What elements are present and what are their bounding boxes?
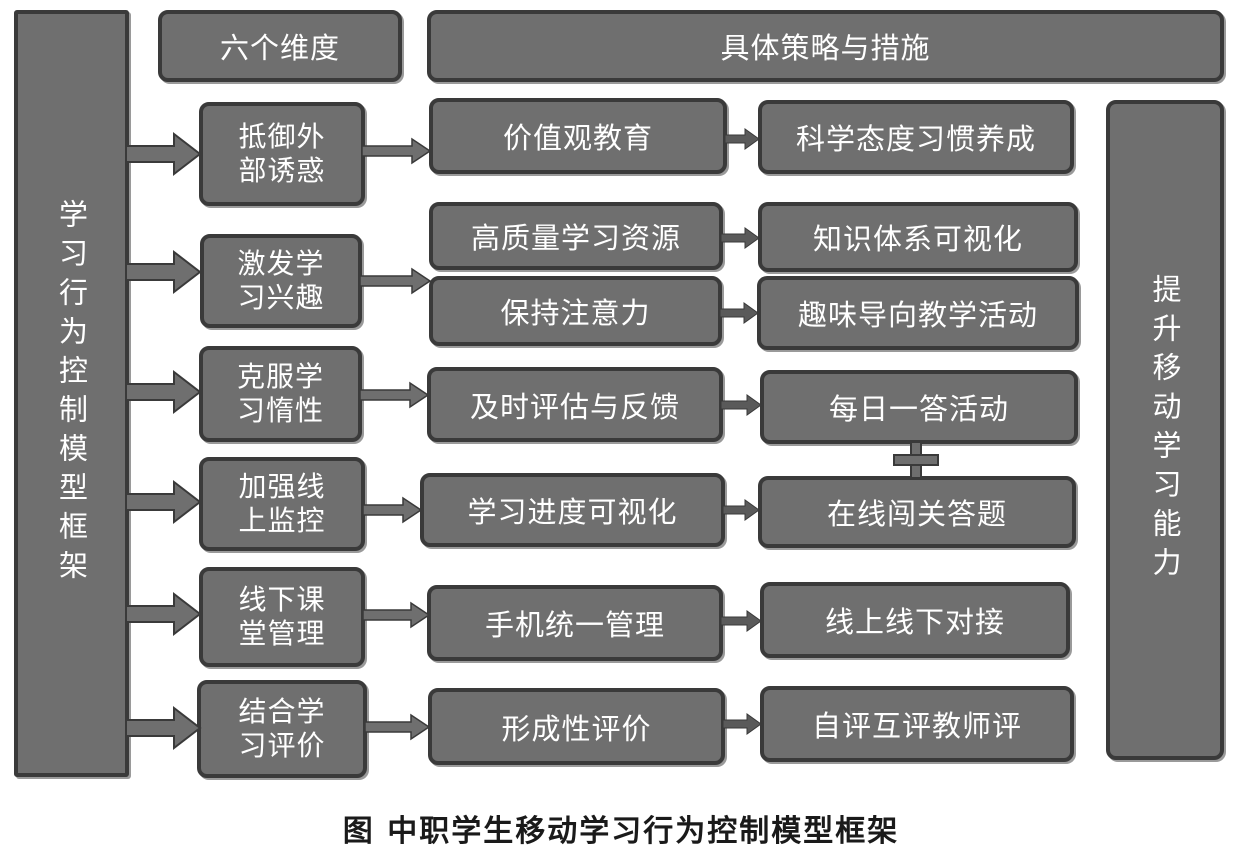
goal-box: 提升移动学习能力 (1106, 100, 1224, 760)
dimensions-header-label: 六个维度 (219, 31, 340, 65)
strategy-box: 及时评估与反馈 (427, 367, 723, 442)
arrow-right-icon (125, 131, 202, 177)
arrow-right-icon (720, 394, 762, 416)
arrow-right-icon (125, 591, 202, 637)
measure-label: 科学态度习惯养成 (795, 122, 1036, 156)
dimension-box: 激发学习兴趣 (200, 234, 362, 328)
arrow-right-icon (364, 713, 431, 741)
plus-connector (893, 441, 939, 479)
dimension-label: 线下课堂管理 (238, 583, 326, 650)
measure-box: 自评互评教师评 (760, 686, 1074, 762)
strategy-label: 手机统一管理 (484, 608, 665, 642)
arrow-right-icon (359, 267, 432, 295)
strategy-label: 保持注意力 (500, 296, 651, 330)
strategy-box: 形成性评价 (428, 688, 725, 765)
dimension-box: 线下课堂管理 (199, 567, 365, 667)
dimensions-header: 六个维度 (158, 10, 402, 82)
measure-label: 每日一答活动 (828, 392, 1009, 426)
strategies-header: 具体策略与措施 (427, 10, 1224, 82)
measure-label: 知识体系可视化 (812, 222, 1023, 256)
arrow-right-icon (362, 601, 431, 629)
strategy-label: 价值观教育 (502, 121, 653, 155)
arrow-right-icon (722, 499, 760, 521)
measure-box: 线上线下对接 (760, 582, 1070, 658)
framework-label: 学习行为控制模型框架 (54, 198, 89, 589)
arrow-right-icon (361, 137, 432, 165)
dimension-box: 结合学习评价 (197, 680, 367, 778)
dimension-box: 克服学习惰性 (199, 346, 362, 442)
measure-label: 线上线下对接 (824, 605, 1005, 639)
dimension-label: 结合学习评价 (238, 695, 326, 762)
strategy-box: 保持注意力 (429, 276, 722, 346)
arrow-right-icon (720, 227, 760, 249)
measure-box: 趣味导向教学活动 (757, 276, 1079, 350)
measure-box: 在线闯关答题 (758, 476, 1076, 548)
framework-box: 学习行为控制模型框架 (14, 10, 129, 777)
arrow-right-icon (125, 479, 202, 525)
dimension-box: 加强线上监控 (199, 457, 365, 551)
measure-label: 趣味导向教学活动 (797, 298, 1038, 332)
strategy-box: 学习进度可视化 (420, 473, 725, 547)
figure-caption: 图 中职学生移动学习行为控制模型框架 (342, 814, 900, 849)
measure-box: 每日一答活动 (760, 370, 1078, 444)
arrow-right-icon (359, 381, 430, 409)
strategy-box: 高质量学习资源 (429, 202, 723, 270)
dimension-box: 抵御外部诱惑 (199, 102, 365, 206)
arrow-right-icon (722, 713, 762, 735)
strategy-box: 手机统一管理 (427, 585, 723, 661)
dimension-label: 激发学习兴趣 (237, 247, 325, 314)
measure-label: 自评互评教师评 (811, 709, 1022, 743)
strategies-header-label: 具体策略与措施 (720, 31, 931, 65)
dimension-label: 加强线上监控 (238, 470, 326, 537)
strategy-box: 价值观教育 (429, 98, 727, 174)
strategy-label: 学习进度可视化 (467, 495, 678, 529)
strategy-label: 高质量学习资源 (470, 221, 681, 255)
measure-box: 知识体系可视化 (758, 202, 1078, 272)
arrow-right-icon (125, 369, 202, 415)
measure-box: 科学态度习惯养成 (758, 100, 1074, 174)
strategy-label: 及时评估与反馈 (469, 389, 680, 424)
arrow-right-icon (719, 302, 759, 324)
arrow-right-icon (125, 249, 202, 295)
arrow-right-icon (720, 610, 762, 632)
measure-label: 在线闯关答题 (826, 497, 1007, 531)
arrow-right-icon (125, 705, 202, 751)
strategy-label: 形成性评价 (501, 711, 652, 746)
arrow-right-icon (724, 128, 760, 150)
arrow-right-icon (362, 496, 423, 524)
dimension-label: 抵御外部诱惑 (238, 120, 326, 187)
goal-label: 提升移动学习能力 (1148, 274, 1182, 586)
dimension-label: 克服学习惰性 (236, 360, 324, 427)
